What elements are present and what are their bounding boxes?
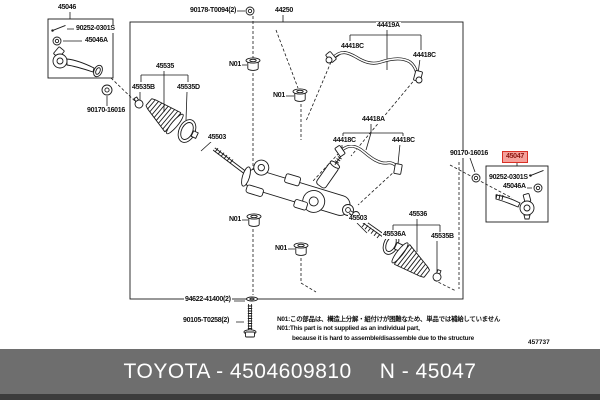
- part-label-45047-highlighted[interactable]: 45047: [502, 151, 528, 163]
- grommet-n01-1: [245, 57, 261, 71]
- nut-90170-right: [471, 173, 481, 183]
- steering-gear-housing: [241, 159, 351, 216]
- part-label-45503-left[interactable]: 45503: [207, 134, 227, 142]
- part-label-45046a-right[interactable]: 45046A: [502, 183, 527, 191]
- nut-45046a-left: [52, 36, 62, 46]
- note-label-n01-1: N01: [228, 61, 242, 69]
- assembly-box: [129, 21, 464, 300]
- part-label-45046[interactable]: 45046: [57, 4, 77, 12]
- part-label-45536a[interactable]: 45536A: [382, 231, 407, 239]
- part-label-44418c-1[interactable]: 44418C: [340, 43, 365, 51]
- sheet-number: 457737: [528, 339, 550, 346]
- part-label-90170-16016-left[interactable]: 90170-16016: [86, 107, 126, 115]
- part-label-45535d[interactable]: 45535D: [176, 84, 201, 92]
- part-label-45535b-left[interactable]: 45535B: [131, 84, 156, 92]
- control-valve: [316, 156, 342, 189]
- tie-rod-end-right-drawing: [495, 193, 535, 220]
- part-label-44250[interactable]: 44250: [274, 7, 294, 15]
- supply-note-jp: N01:この部品は、構造上分解・組付けが困難なため、単品では補給していません: [277, 316, 501, 323]
- supply-note: N01:この部品は、構造上分解・組付けが困難なため、単品では補給していません N…: [277, 315, 500, 343]
- part-label-94622-41400[interactable]: 94622-41400(2): [184, 296, 232, 304]
- part-label-45503-right[interactable]: 45503: [348, 215, 368, 223]
- tie-rod-end-left-drawing: [52, 46, 103, 78]
- footer-bar: TOYOTA - 4504609810 N - 45047: [0, 349, 600, 394]
- note-label-n01-2: N01: [272, 92, 286, 100]
- boot-ring-45535d: [177, 119, 199, 143]
- supply-note-en1: N01:This part is not supplied as an indi…: [277, 325, 420, 333]
- nut-90170-left: [101, 84, 113, 96]
- part-label-44418c-2[interactable]: 44418C: [412, 52, 437, 60]
- part-label-90170-16016-right[interactable]: 90170-16016: [449, 150, 489, 158]
- grommet-n01-4: [293, 242, 309, 256]
- part-label-45535[interactable]: 45535: [155, 63, 175, 71]
- leader-lines: [63, 10, 532, 323]
- part-label-44418a[interactable]: 44418A: [361, 116, 386, 124]
- washer-94622: [246, 296, 258, 302]
- bolt-90105: [243, 304, 257, 338]
- part-label-90178-t0094[interactable]: 90178-T0094(2): [189, 7, 237, 15]
- note-label-n01-3: N01: [228, 216, 242, 224]
- part-label-45046a-left[interactable]: 45046A: [84, 37, 109, 45]
- boot-right-drawing: [391, 242, 430, 278]
- boot-left-drawing: [145, 98, 184, 135]
- cotter-pin-icon: [528, 169, 544, 178]
- footer-ref-number: N - 45047: [379, 359, 477, 383]
- part-label-44418c-4[interactable]: 44418C: [391, 137, 416, 145]
- part-label-45535b-right[interactable]: 45535B: [430, 233, 455, 241]
- part-label-90105-t0258[interactable]: 90105-T0258(2): [182, 317, 230, 325]
- nut-45046a-right: [533, 183, 543, 193]
- part-label-45536[interactable]: 45536: [408, 211, 428, 219]
- nut-90178: [245, 6, 255, 16]
- grommet-n01-2: [292, 88, 308, 102]
- cotter-pin-icon: [50, 24, 66, 33]
- clamp-45535b-right: [431, 268, 444, 283]
- note-label-n01-4: N01: [274, 245, 288, 253]
- part-label-90252-0301s-left[interactable]: 90252-0301S: [75, 25, 116, 33]
- footer-strip: [0, 394, 600, 400]
- part-label-44418c-3[interactable]: 44418C: [332, 137, 357, 145]
- dashed-leader-lines: [110, 16, 513, 295]
- clamp-45535b-left: [131, 95, 145, 110]
- outer-tie-rod-box-left: [47, 18, 114, 79]
- footer-part-number: TOYOTA - 4504609810: [123, 359, 352, 383]
- pipe-44419a: [325, 51, 423, 84]
- part-label-90252-0301s-right[interactable]: 90252-0301S: [488, 174, 529, 182]
- grommet-n01-3: [246, 213, 262, 227]
- part-label-44419a[interactable]: 44419A: [376, 22, 401, 30]
- pipe-44418a: [334, 144, 403, 175]
- supply-note-en2: because it is hard to assemble/disassemb…: [292, 334, 475, 342]
- outer-tie-rod-box-right: [485, 165, 549, 223]
